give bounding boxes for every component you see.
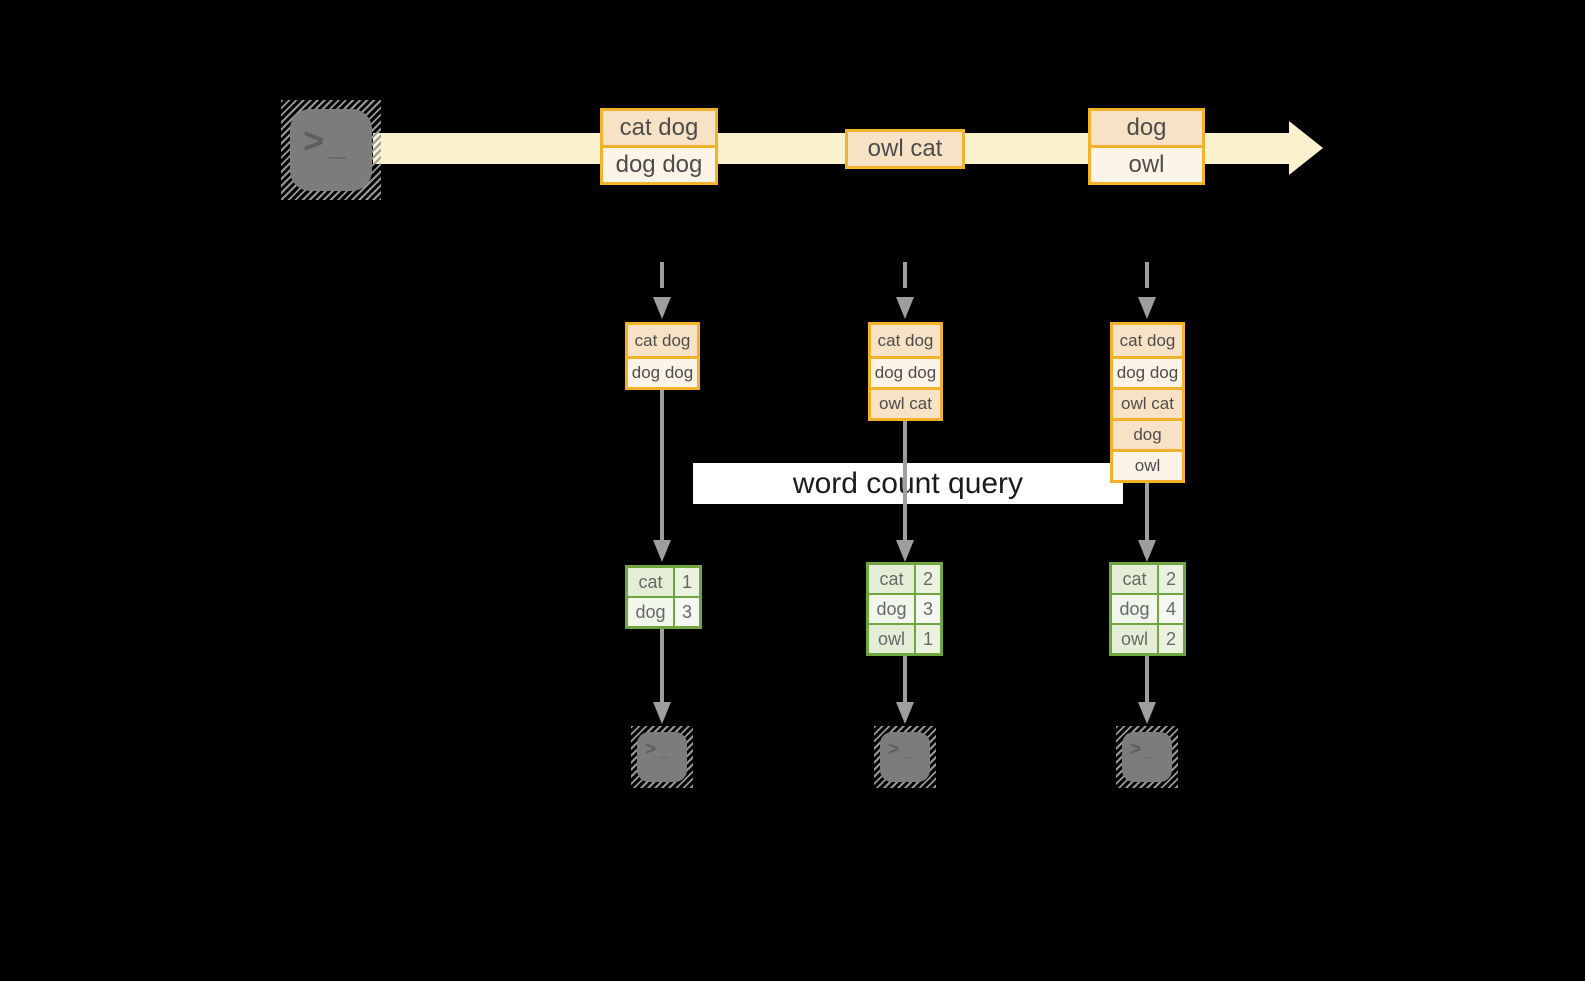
- count-word-cell: dog: [1112, 595, 1157, 623]
- count-word-cell: owl: [869, 625, 914, 653]
- prompt-chevron-icon: >: [303, 120, 325, 162]
- output-arrow-1: [660, 629, 664, 703]
- prompt-chevron-icon: >: [645, 739, 657, 760]
- terminal-output-icon-3: > _: [1116, 726, 1178, 788]
- terminal-screen: > _: [637, 732, 687, 782]
- query-arrow-1: [660, 385, 664, 542]
- stream-event-row: dog dog: [600, 145, 718, 185]
- count-word-cell: cat: [1112, 565, 1157, 593]
- dashed-arrow-2-head-icon: [896, 297, 914, 319]
- count-word-cell: dog: [869, 595, 914, 623]
- terminal-screen: > _: [1122, 732, 1172, 782]
- query-banner: word count query: [693, 463, 1123, 504]
- dashed-arrow-2: [903, 262, 907, 288]
- count-value-cell: 4: [1159, 595, 1183, 623]
- query-banner-label: word count query: [792, 466, 1024, 500]
- dashed-arrow-3: [1145, 262, 1149, 288]
- output-arrow-2-head-icon: [896, 702, 914, 724]
- dashed-arrow-1: [660, 262, 664, 288]
- terminal-prompt-icon: > _: [303, 120, 346, 162]
- query-arrow-2: [903, 416, 907, 542]
- terminal-prompt-icon: > _: [1130, 739, 1153, 761]
- prompt-cursor-icon: _: [329, 129, 346, 163]
- state-row: dog dog: [868, 356, 943, 390]
- state-row: cat dog: [625, 322, 700, 359]
- dashed-arrow-3-head-icon: [1138, 297, 1156, 319]
- count-word-cell: dog: [628, 598, 673, 626]
- state-row: dog: [1110, 418, 1185, 452]
- terminal-screen: > _: [290, 109, 372, 191]
- prompt-cursor-icon: _: [659, 743, 669, 760]
- stream-arrow-head-icon: [1289, 121, 1323, 175]
- prompt-chevron-icon: >: [888, 739, 900, 760]
- prompt-cursor-icon: _: [902, 743, 912, 760]
- state-row: cat dog: [1110, 322, 1185, 359]
- count-value-cell: 1: [675, 568, 699, 596]
- query-arrow-2-head-icon: [896, 540, 914, 562]
- count-value-cell: 1: [916, 625, 940, 653]
- query-arrow-1-head-icon: [653, 540, 671, 562]
- query-arrow-3: [1145, 478, 1149, 542]
- count-value-cell: 2: [1159, 625, 1183, 653]
- prompt-chevron-icon: >: [1130, 739, 1142, 760]
- count-value-cell: 2: [1159, 565, 1183, 593]
- state-row: dog dog: [625, 356, 700, 390]
- terminal-output-icon-2: > _: [874, 726, 936, 788]
- output-arrow-3: [1145, 656, 1149, 703]
- dashed-arrow-1-head-icon: [653, 297, 671, 319]
- state-row: owl cat: [1110, 387, 1185, 421]
- state-row: dog dog: [1110, 356, 1185, 390]
- count-value-cell: 3: [675, 598, 699, 626]
- terminal-source-icon: > _: [281, 100, 381, 200]
- output-arrow-2: [903, 656, 907, 703]
- stream-event-row: cat dog: [600, 108, 718, 148]
- count-value-cell: 2: [916, 565, 940, 593]
- output-arrow-1-head-icon: [653, 702, 671, 724]
- terminal-output-icon-1: > _: [631, 726, 693, 788]
- count-value-cell: 3: [916, 595, 940, 623]
- count-word-cell: cat: [628, 568, 673, 596]
- count-word-cell: owl: [1112, 625, 1157, 653]
- stream-event-row: dog: [1088, 108, 1205, 148]
- stream-event-row: owl: [1088, 145, 1205, 185]
- terminal-prompt-icon: > _: [888, 739, 911, 761]
- query-arrow-3-head-icon: [1138, 540, 1156, 562]
- terminal-prompt-icon: > _: [645, 739, 668, 761]
- prompt-cursor-icon: _: [1144, 743, 1154, 760]
- terminal-screen: > _: [880, 732, 930, 782]
- output-arrow-3-head-icon: [1138, 702, 1156, 724]
- state-row: owl cat: [868, 387, 943, 421]
- stream-event-box-2: owl cat: [845, 129, 965, 169]
- count-word-cell: cat: [869, 565, 914, 593]
- state-row: cat dog: [868, 322, 943, 359]
- state-row: owl: [1110, 449, 1185, 483]
- stream-event-row: owl cat: [845, 129, 965, 169]
